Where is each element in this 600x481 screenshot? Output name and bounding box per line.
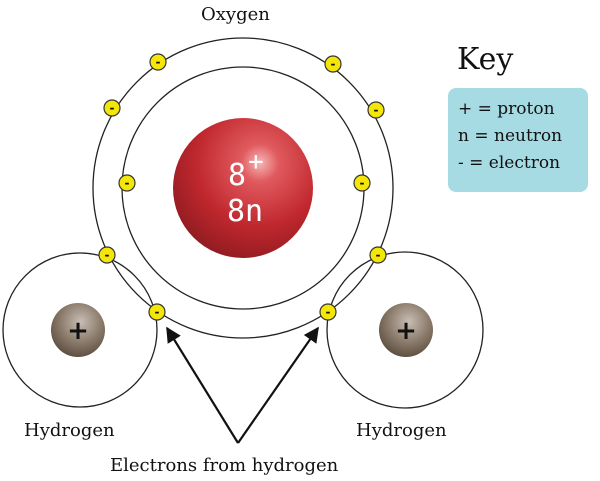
oxygen-label: Oxygen (201, 4, 270, 25)
electron-symbol: - (376, 248, 381, 262)
oxygen-nucleus: 8 + 8n (173, 118, 313, 258)
hydrogen-left-label: Hydrogen (24, 420, 115, 441)
arrow-to-right-electron (237, 326, 319, 444)
hydrogen-right-shell (326, 251, 484, 409)
electron: - (98, 246, 116, 264)
hydrogen-right-label: Hydrogen (356, 420, 447, 441)
key-title: Key (457, 42, 514, 77)
electron-symbol: - (326, 305, 331, 319)
electron: - (319, 303, 337, 321)
nucleus-charge: 8 (228, 158, 246, 193)
electron-symbol: - (125, 176, 130, 190)
nucleus-neutrons: 8n (227, 194, 263, 229)
oxygen-outer-shell (92, 37, 394, 339)
hydrogen-left-shell (2, 252, 158, 408)
electrons: - - - - - - - - - - (98, 53, 387, 321)
electron: - (369, 246, 387, 264)
electron-symbol: - (105, 248, 110, 262)
key-item-proton: + = proton (458, 99, 555, 119)
electron-symbol: - (156, 55, 161, 69)
electron: - (148, 303, 166, 321)
hydrogen-left-proton: + (51, 303, 105, 357)
proton-symbol: + (67, 316, 89, 346)
electron-symbol: - (110, 101, 115, 115)
electron-symbol: - (155, 305, 160, 319)
electron-symbol: - (374, 103, 379, 117)
key-item-neutron: n = neutron (458, 126, 563, 146)
arrow-to-left-electron (166, 326, 239, 444)
key-box: + = proton n = neutron - = electron (448, 88, 588, 192)
electron: - (118, 174, 136, 192)
key-item-electron: - = electron (458, 153, 561, 173)
caption: Electrons from hydrogen (110, 455, 339, 476)
electron-symbol: - (331, 57, 336, 71)
nucleus-charge-sign: + (248, 147, 264, 177)
proton-symbol: + (395, 316, 417, 346)
electron: - (367, 101, 385, 119)
hydrogen-right-proton: + (379, 303, 433, 357)
electron: - (353, 174, 371, 192)
electron-symbol: - (360, 176, 365, 190)
electron: - (324, 55, 342, 73)
electron: - (103, 99, 121, 117)
electron: - (149, 53, 167, 71)
